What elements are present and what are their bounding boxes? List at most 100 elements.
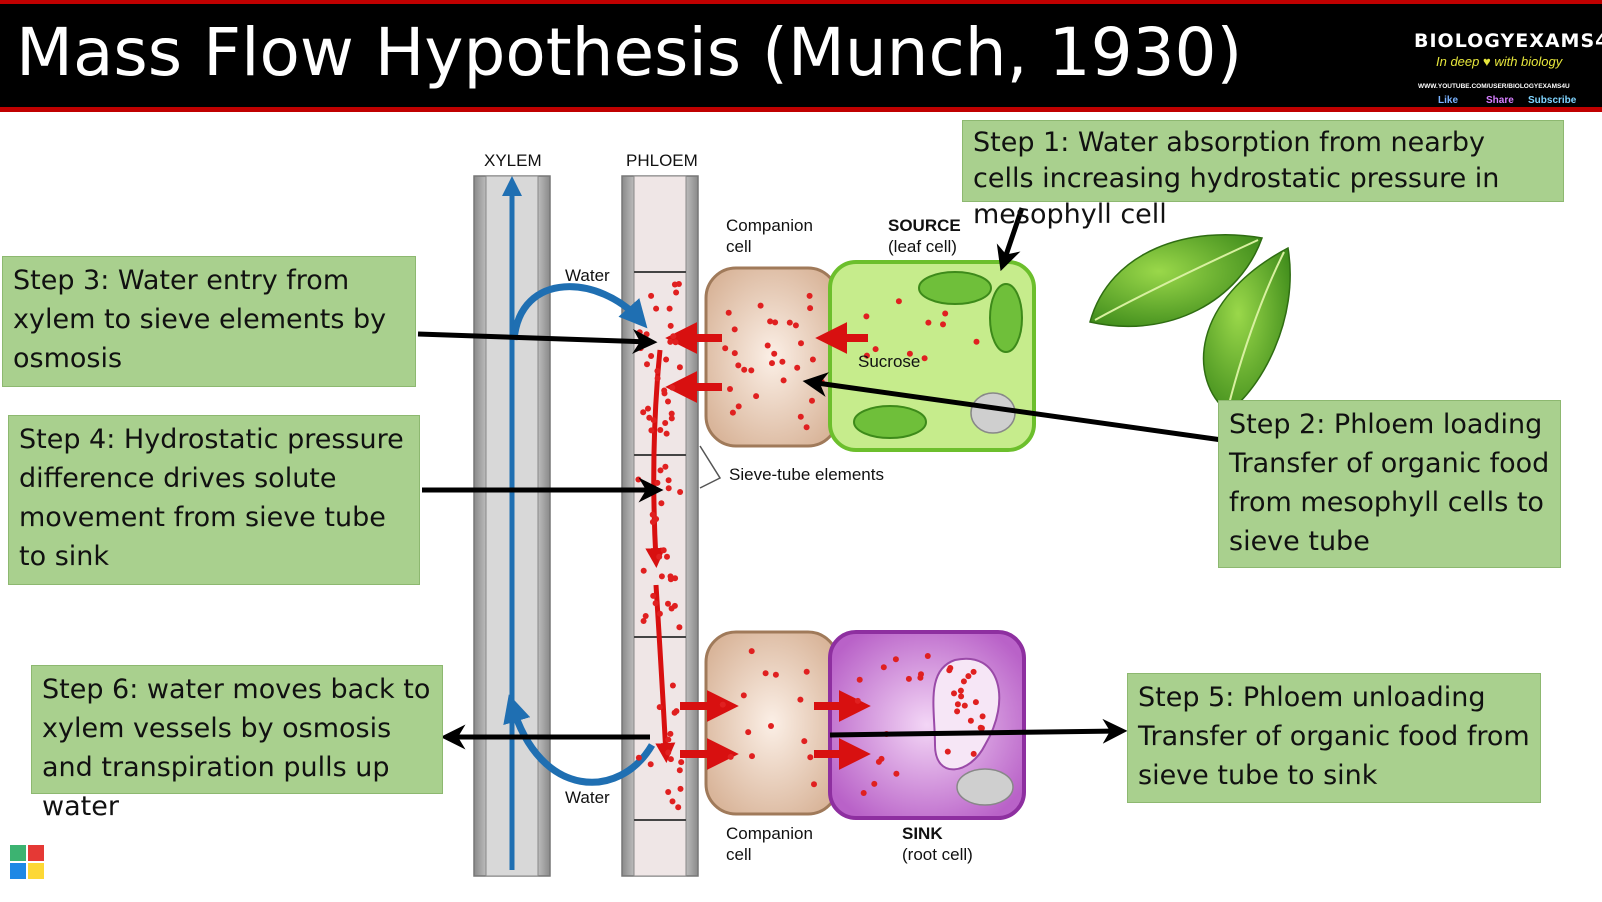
- sucrose-dot: [947, 665, 954, 671]
- step1-box: Step 1: Water absorption from nearby cel…: [962, 120, 1564, 230]
- sucrose-dot: [954, 708, 961, 715]
- sink-label: SINK: [902, 824, 943, 843]
- page-title: Mass Flow Hypothesis (Munch, 1930): [16, 14, 1243, 91]
- sucrose-dot: [951, 690, 957, 697]
- sucrose-dot: [954, 701, 961, 708]
- sucrose-dot: [970, 668, 977, 675]
- sucrose-dot: [811, 781, 817, 788]
- sucrose-dot: [917, 674, 924, 681]
- sucrose-dot: [658, 500, 665, 507]
- sucrose-dot: [667, 322, 674, 329]
- sucrose-dot: [640, 618, 647, 624]
- sucrose-dot: [735, 403, 742, 410]
- sucrose-dot: [972, 699, 979, 706]
- sucrose-dot: [741, 366, 748, 373]
- sucrose-dot: [642, 613, 649, 619]
- sucrose-transfer-arrows: [665, 322, 871, 770]
- sucrose-dot: [635, 476, 642, 483]
- logo-tagline: In deep ♥ with biology: [1436, 54, 1563, 69]
- sucrose-dot: [740, 692, 747, 699]
- sucrose-dot: [797, 696, 804, 703]
- sucrose-dot: [768, 723, 774, 729]
- sucrose-dot: [650, 417, 657, 424]
- sucrose-dot: [653, 305, 660, 312]
- sucrose-dot: [637, 345, 644, 352]
- sucrose-dot: [729, 409, 736, 416]
- sucrose-dot: [663, 356, 670, 363]
- sucrose-dot: [944, 748, 951, 755]
- sucrose-dot: [665, 749, 672, 756]
- sucrose-dot: [640, 409, 647, 416]
- step5-text: Step 5: Phloem unloading Transfer of org…: [1138, 682, 1530, 791]
- sucrose-dot: [970, 750, 977, 757]
- sucrose-dot: [648, 427, 655, 434]
- sucrose-dot: [807, 754, 814, 761]
- sucrose-dot: [878, 755, 885, 762]
- sucrose-dot: [749, 753, 755, 760]
- sucrose-dot: [803, 668, 810, 675]
- phloem-flow-arrow-upper: [645, 349, 666, 568]
- sucrose-dot: [665, 600, 671, 607]
- water-label-top: Water: [565, 266, 610, 285]
- sucrose-dot: [794, 364, 801, 371]
- step6-box: Step 6: water moves back to xylem vessel…: [31, 665, 443, 822]
- sucrose-dot: [676, 364, 683, 371]
- sucrose-dot: [669, 798, 676, 805]
- sucrose-dot: [665, 789, 672, 795]
- phloem-flow-arrow-lower: [653, 584, 676, 763]
- sucrose-dot: [748, 648, 755, 655]
- sink-sublabel: (root cell): [902, 845, 973, 864]
- sucrose-dot: [973, 338, 980, 345]
- sucrose-dot: [635, 754, 642, 761]
- sucrose-dot: [643, 331, 650, 338]
- sucrose-dot: [809, 397, 815, 404]
- sucrose-dot: [860, 790, 867, 796]
- sucrose-particles: [635, 281, 986, 811]
- sucrose-dot: [649, 511, 656, 518]
- sucrose-dot: [654, 368, 661, 374]
- title-bar: Mass Flow Hypothesis (Munch, 1930): [0, 0, 1602, 112]
- sucrose-dot: [925, 319, 932, 326]
- sucrose-dot: [666, 305, 673, 312]
- sucrose-dot: [645, 405, 651, 412]
- sucrose-dot: [652, 600, 659, 607]
- step3-text: Step 3: Water entry from xylem to sieve …: [13, 265, 387, 374]
- sucrose-dot: [722, 345, 729, 352]
- companion-cell-top: [704, 266, 840, 448]
- leaf-illustration: [1089, 234, 1291, 413]
- sucrose-dot: [673, 708, 680, 715]
- sucrose-dot: [979, 713, 986, 720]
- sucrose-dot: [675, 281, 682, 287]
- sucrose-dot: [664, 553, 670, 560]
- sucrose-dot: [676, 624, 683, 631]
- sucrose-dot: [748, 367, 755, 374]
- sucrose-dot: [957, 687, 964, 694]
- sucrose-dot: [958, 693, 965, 700]
- step5-box: Step 5: Phloem unloading Transfer of org…: [1127, 673, 1541, 803]
- logo-like-label: Like: [1438, 95, 1459, 106]
- sucrose-dot: [786, 319, 793, 326]
- sucrose-dot: [653, 516, 660, 522]
- sucrose-dot: [662, 463, 669, 470]
- sieve-tube-bracket: [699, 445, 722, 489]
- sucrose-dot: [880, 664, 887, 671]
- sucrose-dot: [640, 567, 647, 574]
- step6-text: Step 6: water moves back to xylem vessel…: [42, 674, 431, 822]
- sucrose-dot: [807, 305, 814, 312]
- channel-logo[interactable]: BIOLOGYEXAMS4U In deep ♥ with biology WW…: [1400, 4, 1602, 106]
- sucrose-dot: [656, 553, 663, 560]
- sucrose-dot: [924, 653, 931, 659]
- sucrose-dot: [769, 360, 775, 367]
- sucrose-dot: [675, 804, 682, 811]
- sucrose-dot: [771, 350, 778, 357]
- step4-box: Step 4: Hydrostatic pressure difference …: [8, 415, 420, 585]
- sucrose-dot: [673, 289, 680, 296]
- sucrose-dot: [893, 770, 900, 777]
- step1-text: Step 1: Water absorption from nearby cel…: [973, 127, 1500, 230]
- companion-bottom-label-2: cell: [726, 845, 752, 864]
- sucrose-dot: [719, 701, 726, 708]
- sucrose-dot: [665, 398, 671, 405]
- sucrose-dot: [856, 676, 863, 683]
- water-arrow-into-phloem: [510, 283, 648, 341]
